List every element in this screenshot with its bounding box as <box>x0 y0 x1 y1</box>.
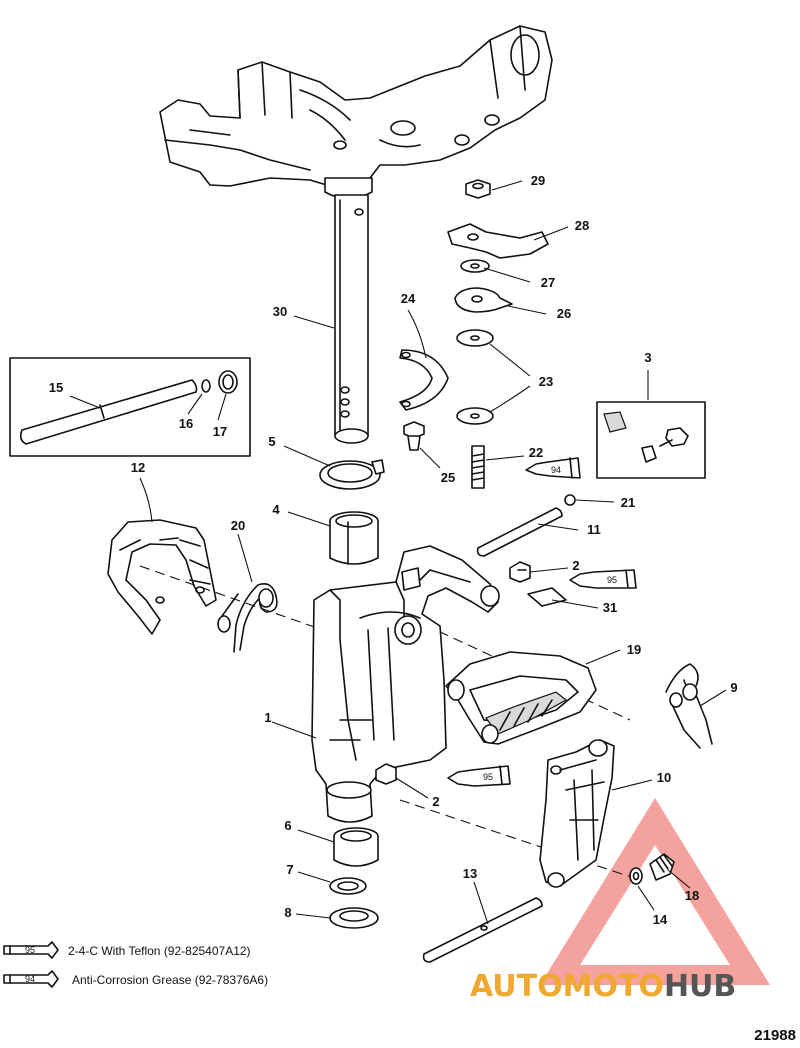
spring-part-20 <box>217 583 278 653</box>
callout-6: 6 <box>284 818 291 833</box>
legend-text-95: 2-4-C With Teflon (92-825407A12) <box>68 944 251 958</box>
clip-part-21 <box>564 494 576 506</box>
grease-fitting-part-2-upper <box>509 561 531 583</box>
callout-16: 16 <box>179 416 193 431</box>
legend-tube-95: 95 <box>3 941 59 959</box>
callout-31: 31 <box>603 600 617 615</box>
leader-lines <box>69 180 727 925</box>
callout-1: 1 <box>264 710 271 725</box>
callout-26: 26 <box>557 306 571 321</box>
pin-part-13 <box>422 897 543 963</box>
legend: 95 2-4-C With Teflon (92-825407A12) 94 A… <box>3 941 268 988</box>
lube-tube-2-upper <box>569 569 637 589</box>
callout-9: 9 <box>730 680 737 695</box>
legend-code-95: 95 <box>25 945 35 955</box>
tube-label-95-upper: 95 <box>607 575 617 585</box>
callout-30: 30 <box>273 304 287 319</box>
callout-15: 15 <box>49 380 63 395</box>
callout-10: 10 <box>657 770 671 785</box>
watermark-word-moto: MOTO <box>563 969 664 1004</box>
callout-22: 22 <box>529 445 543 460</box>
alignment-line-a <box>139 565 341 637</box>
callout-3: 3 <box>644 350 651 365</box>
tube-label-94: 94 <box>551 465 561 475</box>
tilt-lever-part-10 <box>539 739 615 888</box>
callout-11: 11 <box>587 522 601 537</box>
reverse-lock-part-12 <box>107 519 217 635</box>
bushing-part-6 <box>333 827 379 867</box>
washer-part-7 <box>329 877 367 895</box>
crescent-spacer-part-24 <box>399 349 449 411</box>
callout-21: 21 <box>621 495 635 510</box>
callout-8: 8 <box>284 905 291 920</box>
washer-part-14 <box>629 867 643 885</box>
callout-23: 23 <box>539 374 553 389</box>
callout-19: 19 <box>627 642 641 657</box>
spring-part-22 <box>471 445 485 489</box>
callout-13: 13 <box>463 866 477 881</box>
callout-29: 29 <box>531 173 545 188</box>
lube-tube-22 <box>525 457 581 479</box>
grease-fitting-part-2-lower <box>375 763 397 785</box>
swivel-housing-part-1 <box>311 545 500 823</box>
callout-28: 28 <box>575 218 589 233</box>
callout-4: 4 <box>272 502 280 517</box>
legend-code-94: 94 <box>25 974 35 984</box>
callout-labels: 30 29 28 27 26 24 23 3 15 16 17 5 22 25 … <box>49 173 738 927</box>
seal-part-8 <box>329 907 379 929</box>
callout-2-upper: 2 <box>572 558 579 573</box>
screw-part-25 <box>403 421 425 451</box>
nut-part-29 <box>465 179 491 199</box>
decal-part-31 <box>527 587 567 607</box>
callout-18: 18 <box>685 888 699 903</box>
callout-14: 14 <box>653 912 668 927</box>
watermark-word-hub: HUB <box>664 969 736 1004</box>
sleeve-part-4 <box>329 511 379 565</box>
tilt-support-part-19 <box>445 651 597 745</box>
lube-tube-2-lower <box>447 765 511 787</box>
callout-5: 5 <box>268 434 275 449</box>
watermark-word-auto: AUTO <box>470 969 563 1004</box>
callout-17: 17 <box>213 424 227 439</box>
tilt-lock-lever-part-28 <box>447 223 549 259</box>
bushing-part-5 <box>319 459 385 490</box>
pin-part-11 <box>476 507 563 557</box>
washers-part-23 <box>456 329 494 425</box>
cam-plate-part-26 <box>454 287 513 313</box>
swivel-bracket-part-30 <box>159 25 553 444</box>
alignment-line-c <box>399 799 641 881</box>
hardware-kit-part-3 <box>596 401 706 479</box>
spring-part-9 <box>665 663 713 749</box>
callout-12: 12 <box>131 460 145 475</box>
callout-7: 7 <box>286 862 293 877</box>
callout-27: 27 <box>541 275 555 290</box>
callout-2-lower: 2 <box>432 794 439 809</box>
legend-tube-94: 94 <box>3 970 59 988</box>
tube-label-95-lower: 95 <box>483 772 493 782</box>
callout-20: 20 <box>231 518 245 533</box>
inset-shaft-group <box>9 357 251 457</box>
legend-text-94: Anti-Corrosion Grease (92-78376A6) <box>72 973 268 987</box>
callout-24: 24 <box>401 291 416 306</box>
watermark-triangle <box>540 798 770 985</box>
callout-25: 25 <box>441 470 455 485</box>
watermark-text: AUTOMOTOHUB <box>470 969 736 1004</box>
svg-text:AUTOMOTOHUB: AUTOMOTOHUB <box>470 969 736 1004</box>
figure-number: 21988 <box>754 1027 796 1044</box>
spring-part-18 <box>649 853 675 881</box>
washer-part-27 <box>460 259 490 273</box>
